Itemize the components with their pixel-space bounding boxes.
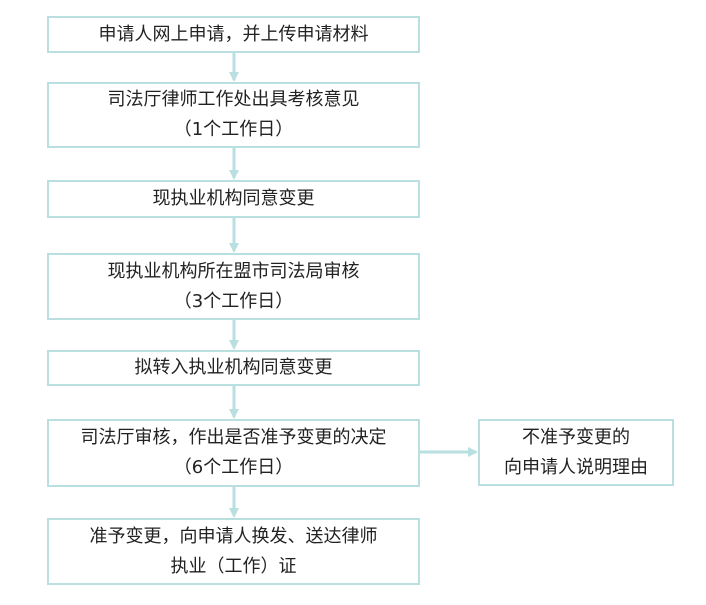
step-2-line-1: 司法厅律师工作处出具考核意见 <box>107 89 360 110</box>
step-4-line-1: 现执业机构所在盟市司法局审核 <box>107 260 360 282</box>
step-7-line-2: 执业（工作）证 <box>170 555 297 577</box>
step-4-line-2: （3个工作日） <box>173 290 294 312</box>
step-5-new-firm-consent: 拟转入执业机构同意变更 <box>47 350 420 386</box>
step-1-line-1: 申请人网上申请，并上传申请材料 <box>98 23 369 45</box>
step-1-online-application: 申请人网上申请，并上传申请材料 <box>47 16 420 53</box>
step-7-line-1: 准予变更，向申请人换发、送达律师 <box>89 525 378 547</box>
side-box-rejection-explanation: 不准予变更的 向申请人说明理由 <box>478 419 674 486</box>
step-7-approval-issue-certificate: 准予变更，向申请人换发、送达律师 执业（工作）证 <box>47 518 420 585</box>
step-3-current-firm-consent: 现执业机构同意变更 <box>47 180 420 218</box>
step-6-line-2: （6个工作日） <box>173 457 294 478</box>
step-3-line-1: 现执业机构同意变更 <box>152 188 315 209</box>
step-2-assessment-opinion: 司法厅律师工作处出具考核意见 （1个工作日） <box>47 82 420 148</box>
side-box-line-2: 向申请人说明理由 <box>504 456 648 478</box>
step-6-line-1: 司法厅审核，作出是否准予变更的决定 <box>80 427 387 448</box>
side-box-line-1: 不准予变更的 <box>522 426 630 448</box>
step-4-city-bureau-review: 现执业机构所在盟市司法局审核 （3个工作日） <box>47 253 420 320</box>
step-2-line-2: （1个工作日） <box>173 119 294 140</box>
step-6-department-decision: 司法厅审核，作出是否准予变更的决定 （6个工作日） <box>47 419 420 487</box>
step-5-line-1: 拟转入执业机构同意变更 <box>134 357 333 378</box>
